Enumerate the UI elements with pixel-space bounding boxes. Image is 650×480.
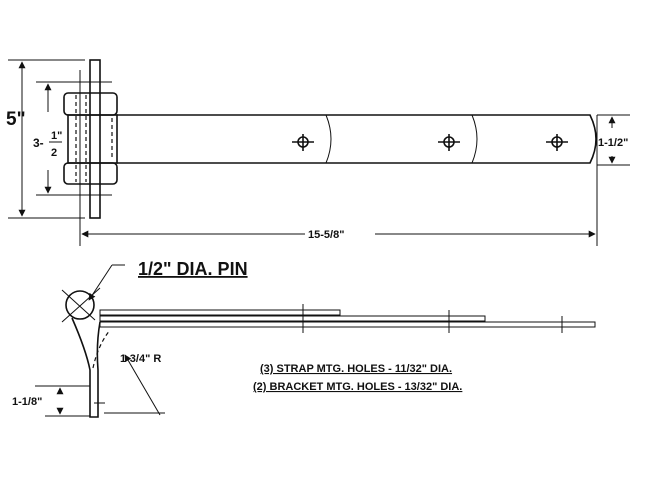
radius-label: 1-3/4" R bbox=[120, 353, 161, 365]
bracket-holes-note: (2) BRACKET MTG. HOLES - 13/32" DIA. bbox=[253, 381, 462, 393]
mounting-bracket bbox=[89, 59, 101, 219]
svg-text:2: 2 bbox=[51, 147, 57, 159]
hinge-barrel bbox=[67, 114, 118, 164]
strap-hole bbox=[546, 134, 568, 151]
height-label: 5" bbox=[6, 109, 26, 130]
bent-bracket bbox=[71, 317, 101, 418]
offset-label: 1-1/8" bbox=[12, 396, 42, 408]
strap-hole bbox=[438, 134, 460, 151]
side-view: 1/2" DIA. PIN 1-3/4" R 1-1/8" (3) STRAP … bbox=[12, 259, 596, 418]
strap-holes-note: (3) STRAP MTG. HOLES - 11/32" DIA. bbox=[260, 363, 452, 375]
pin-diameter-label: 1/2" DIA. PIN bbox=[138, 259, 248, 279]
strap-hole bbox=[292, 134, 314, 151]
svg-text:1": 1" bbox=[51, 130, 62, 142]
strap-length-label: 15-5/8" bbox=[308, 229, 344, 241]
strap bbox=[117, 114, 597, 164]
strap-width-label: 1-1/2" bbox=[598, 137, 628, 149]
top-view: 5" 3- 1" 2 1-1/2" 15-5/8" bbox=[6, 59, 630, 246]
hinge-pin bbox=[65, 290, 95, 320]
knuckle-span-label: 3- bbox=[33, 136, 44, 150]
